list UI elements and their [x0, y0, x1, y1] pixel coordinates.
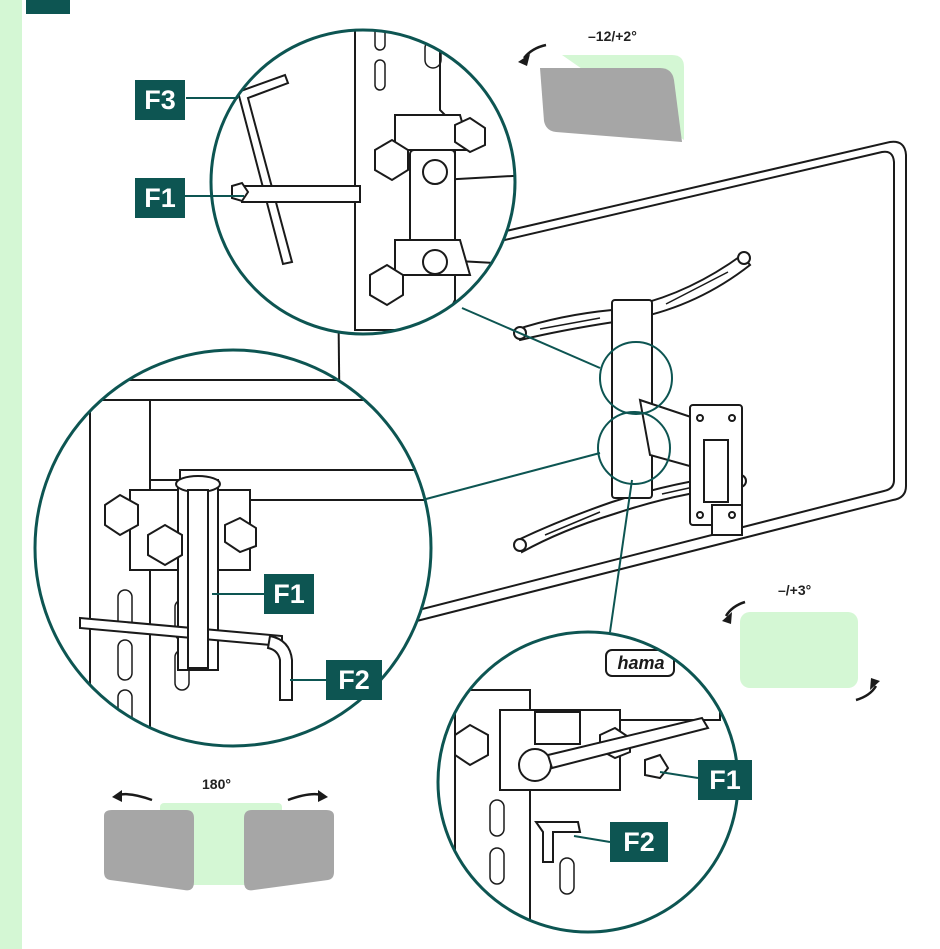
hama-logo: hama [617, 653, 665, 673]
callout-f2-right: F2 [610, 822, 668, 862]
swivel-angle-label: 180° [202, 776, 231, 792]
zoom-leader-lines [391, 307, 633, 633]
rotate-angle-label: –/+3° [778, 582, 812, 598]
tilt-indicator [518, 43, 684, 142]
left-accent-band [0, 0, 22, 949]
swivel-indicator [104, 790, 334, 891]
wall-bracket [513, 251, 752, 554]
small-zoom-ring-bottom [597, 411, 671, 485]
zoom-circle-top [209, 28, 517, 336]
callout-f1-left: F1 [264, 574, 314, 614]
callout-f1-top: F1 [135, 178, 185, 218]
small-zoom-ring-top [599, 341, 673, 415]
callout-f3-top: F3 [135, 80, 185, 120]
zoom-circle-left [33, 348, 433, 748]
callout-f1-right: F1 [698, 760, 752, 800]
callout-leader-lines [184, 97, 699, 843]
rotate-indicator [722, 600, 880, 702]
step-number-tab [26, 0, 70, 14]
callout-f2-left: F2 [326, 660, 382, 700]
tilt-angle-label: –12/+2° [588, 28, 637, 44]
zoom-circle-right [436, 630, 740, 934]
